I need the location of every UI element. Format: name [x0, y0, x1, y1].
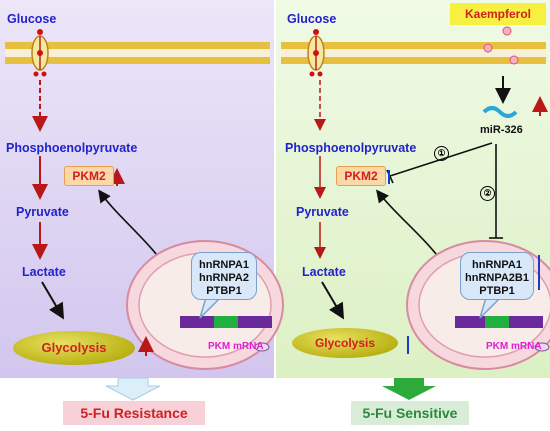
- right-outcome-chevron: [382, 378, 436, 400]
- left-membrane: [5, 42, 270, 64]
- right-bubble-line-2: hnRNPA2B1: [465, 272, 529, 284]
- right-pep-label: Phosphoenolpyruvate: [285, 141, 417, 155]
- step-2-marker: ②: [480, 186, 495, 201]
- right-mrna-bar: [455, 316, 543, 328]
- left-mrna-bar: [180, 316, 272, 328]
- inhibition-mir-to-hnrnp: [489, 144, 503, 239]
- mir-strand: [482, 106, 518, 118]
- right-bubble-line-3: PTBP1: [479, 285, 515, 297]
- right-lactate-to-glycolysis-arrow: [321, 281, 345, 320]
- left-bubble-line-2: hnRNPA2: [199, 272, 249, 284]
- right-pkm2-box: PKM2: [336, 166, 386, 186]
- right-membrane: [281, 42, 546, 64]
- right-transporter: [307, 29, 325, 77]
- left-lactate-to-glycolysis-arrow: [41, 281, 65, 320]
- left-mrna-label: PKM mRNA: [208, 341, 264, 352]
- left-bubble-line-1: hnRNPA1: [199, 259, 249, 271]
- right-lactate-label: Lactate: [302, 265, 346, 279]
- left-pkm2-box: PKM2: [64, 166, 114, 186]
- left-lactate-label: Lactate: [22, 265, 66, 279]
- right-glucose-label: Glucose: [287, 12, 337, 26]
- mir-326-label: miR-326: [480, 124, 523, 136]
- sensitive-outcome: 5-Fu Sensitive: [351, 401, 469, 425]
- left-transporter: [31, 29, 49, 77]
- left-hnrnp-bubble: hnRNPA1 hnRNPA2 PTBP1: [191, 252, 257, 300]
- left-glycolysis-ellipse: Glycolysis: [13, 331, 135, 365]
- left-bubble-line-3: PTBP1: [206, 285, 242, 297]
- right-pyruvate-label: Pyruvate: [296, 205, 349, 219]
- kaempferol-box: Kaempferol: [450, 3, 546, 25]
- left-outcome-chevron: [105, 377, 161, 401]
- right-hnrnp-bubble: hnRNPA1 hnRNPA2B1 PTBP1: [460, 252, 534, 300]
- right-bubble-line-1: hnRNPA1: [472, 259, 522, 271]
- right-mrna-label: PKM mRNA: [486, 341, 542, 352]
- kaempferol-molecules: [483, 26, 519, 65]
- left-pep-label: Phosphoenolpyruvate: [6, 141, 138, 155]
- left-glucose-label: Glucose: [7, 12, 57, 26]
- left-pyruvate-label: Pyruvate: [16, 205, 69, 219]
- step-1-marker: ①: [434, 146, 449, 161]
- right-glycolysis-ellipse: Glycolysis: [292, 328, 398, 358]
- resistance-outcome: 5-Fu Resistance: [63, 401, 205, 425]
